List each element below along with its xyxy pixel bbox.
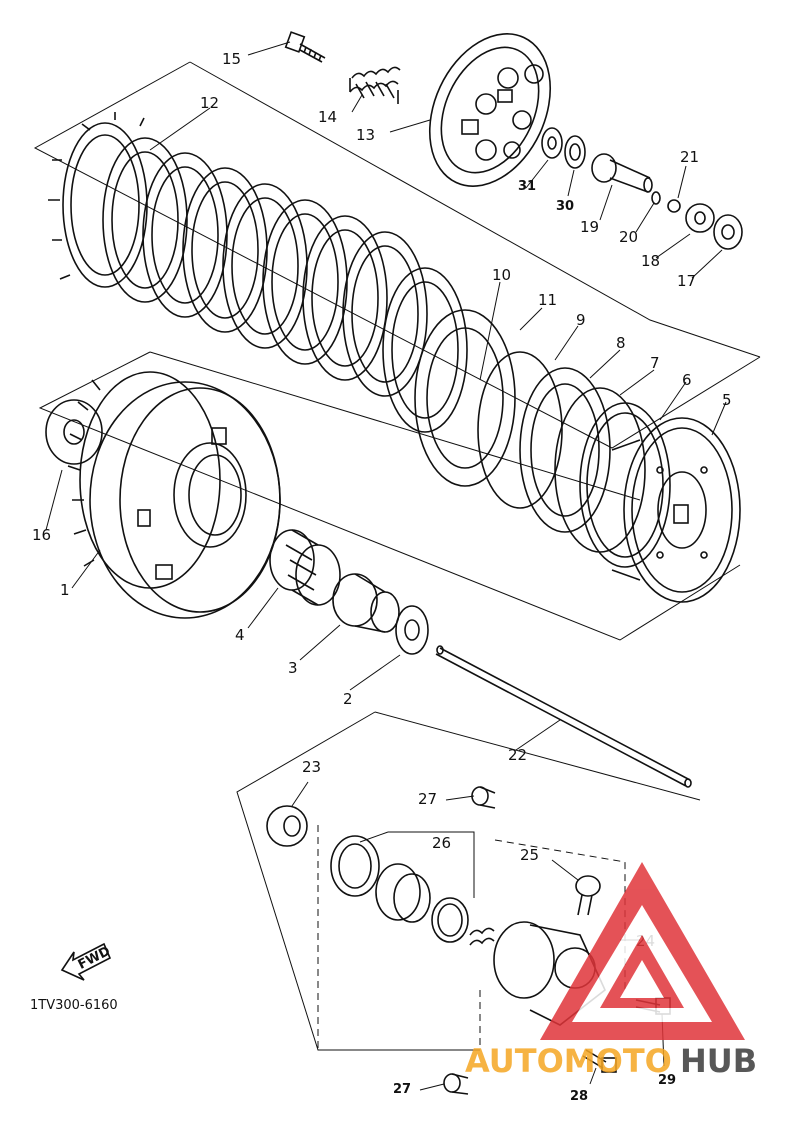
bleeder-25 xyxy=(575,875,601,916)
release-kit-26 xyxy=(330,835,495,946)
callout-labels: 1 2 3 4 5 6 7 8 9 10 11 12 13 14 15 16 1… xyxy=(32,50,732,1104)
watermark-logo xyxy=(540,862,745,1040)
plate-8 xyxy=(519,367,611,533)
washer-31 xyxy=(541,127,563,159)
dowel-pin-27-lower xyxy=(443,1073,469,1095)
bearing-30 xyxy=(564,135,586,169)
callout-26: 26 xyxy=(432,834,451,852)
callout-13: 13 xyxy=(356,126,375,144)
oil-seal-23 xyxy=(266,805,308,847)
callout-15: 15 xyxy=(222,50,241,68)
callout-27-lower: 27 xyxy=(393,1082,411,1097)
push-rod-22 xyxy=(435,645,692,788)
callout-20: 20 xyxy=(619,228,638,246)
callout-30: 30 xyxy=(556,199,574,214)
callout-5: 5 xyxy=(722,391,732,409)
bolt-28 xyxy=(582,1049,617,1073)
callout-19: 19 xyxy=(580,218,599,236)
callout-23: 23 xyxy=(302,758,321,776)
callout-12: 12 xyxy=(200,94,219,112)
callout-9: 9 xyxy=(576,311,586,329)
clutch-boss-5 xyxy=(611,417,741,603)
primary-driven-gear-1 xyxy=(67,371,281,619)
spacer-3 xyxy=(332,573,400,633)
spring-14 xyxy=(349,66,401,104)
forward-arrow-icon: FWD xyxy=(60,942,113,981)
thrust-washer-2 xyxy=(395,605,429,655)
needle-bearing-4 xyxy=(269,529,341,606)
wire-ring-9 xyxy=(477,351,563,509)
callout-8: 8 xyxy=(616,334,626,352)
callout-29: 29 xyxy=(658,1073,676,1088)
bolt-15 xyxy=(284,31,326,63)
callout-28: 28 xyxy=(570,1089,588,1104)
watermark-text-right: HUB xyxy=(680,1042,757,1080)
callout-3: 3 xyxy=(288,659,298,677)
callout-14: 14 xyxy=(318,108,337,126)
pressure-plate xyxy=(428,33,552,187)
clutch-plate-stack xyxy=(48,112,516,487)
callout-17: 17 xyxy=(677,272,696,290)
nut-18 xyxy=(685,203,715,233)
callout-16: 16 xyxy=(32,526,51,544)
dowel-pin-27-upper xyxy=(471,786,496,809)
thrust-washer-16 xyxy=(45,399,103,465)
group-outline-clutch-pack xyxy=(33,61,761,449)
callout-6: 6 xyxy=(682,371,692,389)
callout-21: 21 xyxy=(680,148,699,166)
callout-2: 2 xyxy=(343,690,353,708)
callout-22: 22 xyxy=(508,746,527,764)
oring-20 xyxy=(651,191,661,205)
callout-7: 7 xyxy=(650,354,660,372)
callout-10: 10 xyxy=(492,266,511,284)
push-rod-19 xyxy=(591,153,653,193)
callout-11: 11 xyxy=(538,291,557,309)
group-outline-release xyxy=(236,711,480,1051)
ball-21 xyxy=(667,199,681,213)
callout-1: 1 xyxy=(60,581,70,599)
lock-washer-17 xyxy=(713,214,743,250)
plate-6 xyxy=(579,402,671,568)
spring-plate-7 xyxy=(554,387,646,553)
callout-27-upper: 27 xyxy=(418,790,437,808)
callout-25: 25 xyxy=(520,846,539,864)
part-code: 1TV300-6160 xyxy=(30,998,118,1013)
watermark-text-left: AUTOMOTO xyxy=(465,1042,672,1080)
callout-4: 4 xyxy=(235,626,245,644)
callout-31: 31 xyxy=(518,179,536,194)
callout-18: 18 xyxy=(641,252,660,270)
